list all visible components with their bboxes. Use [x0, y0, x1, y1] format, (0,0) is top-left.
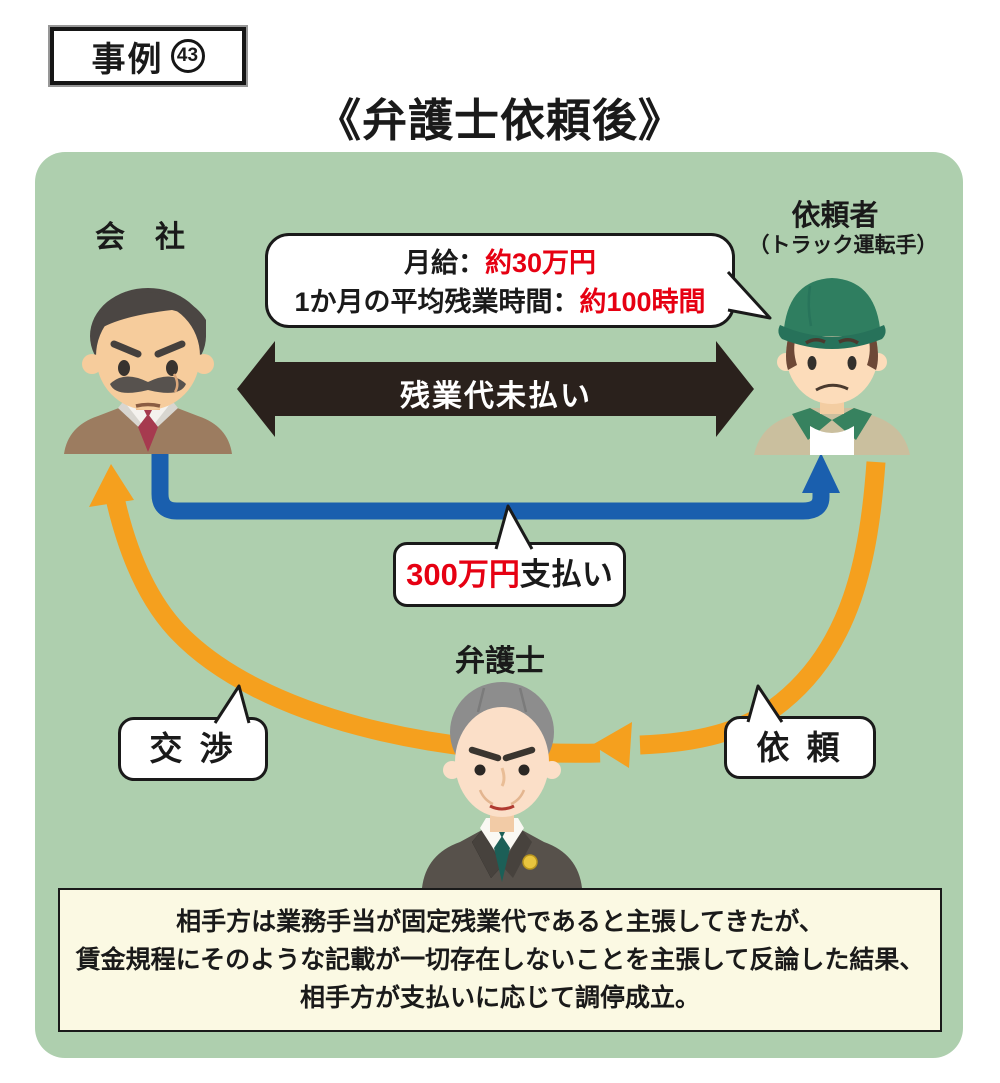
- payment-suffix: 支払い: [519, 557, 613, 592]
- result-line-2: 賃金規程にそのような記載が一切存在しないことを主張して反論した結果、: [75, 946, 925, 974]
- result-line-3: 相手方が支払いに応じて調停成立。: [299, 984, 700, 1012]
- payment-amount: 300万円: [406, 557, 520, 592]
- request-label: 依 頼: [756, 729, 844, 766]
- result-line-1: 相手方は業務手当が固定残業代であると主張してきたが、: [176, 908, 824, 936]
- salary-line2-label: 1か月の平均残業時間：: [294, 287, 580, 317]
- salary-line2-value: 約100時間: [579, 287, 706, 317]
- case-number-badge: 事例 43: [50, 27, 246, 85]
- negotiation-label-bubble: 交 渉: [118, 684, 268, 781]
- negotiation-label: 交 渉: [149, 730, 237, 767]
- result-text-box: 相手方は業務手当が固定残業代であると主張してきたが、 賃金規程にそのような記載が…: [58, 888, 942, 1032]
- payment-bubble-tail: [494, 504, 534, 550]
- salary-line2: 1か月の平均残業時間：約100時間: [268, 283, 732, 322]
- client-sublabel: （トラック運転手）: [748, 234, 938, 257]
- salary-line1: 月給：約30万円: [268, 244, 732, 283]
- payment-label-bubble: 300万円支払い: [393, 504, 626, 607]
- salary-line1-value: 約30万円: [484, 248, 597, 278]
- salary-line1-label: 月給：: [403, 248, 485, 278]
- case-badge-label: 事例: [91, 40, 164, 79]
- unpaid-overtime-arrow-label: 残業代未払い: [400, 380, 592, 413]
- client-label: 依頼者: [791, 200, 879, 232]
- lawyer-label: 弁護士: [455, 645, 545, 678]
- negotiation-bubble-tail: [213, 684, 251, 724]
- salary-speech-bubble: 月給：約30万円 1か月の平均残業時間：約100時間: [265, 233, 772, 328]
- company-label: 会 社: [95, 221, 185, 254]
- request-label-bubble: 依 頼: [724, 684, 876, 779]
- case-badge-circled-number: 43: [170, 39, 205, 73]
- salary-bubble-tail: [726, 270, 772, 320]
- page-title: 《弁護士依頼後》: [315, 95, 684, 146]
- request-bubble-tail: [746, 684, 784, 723]
